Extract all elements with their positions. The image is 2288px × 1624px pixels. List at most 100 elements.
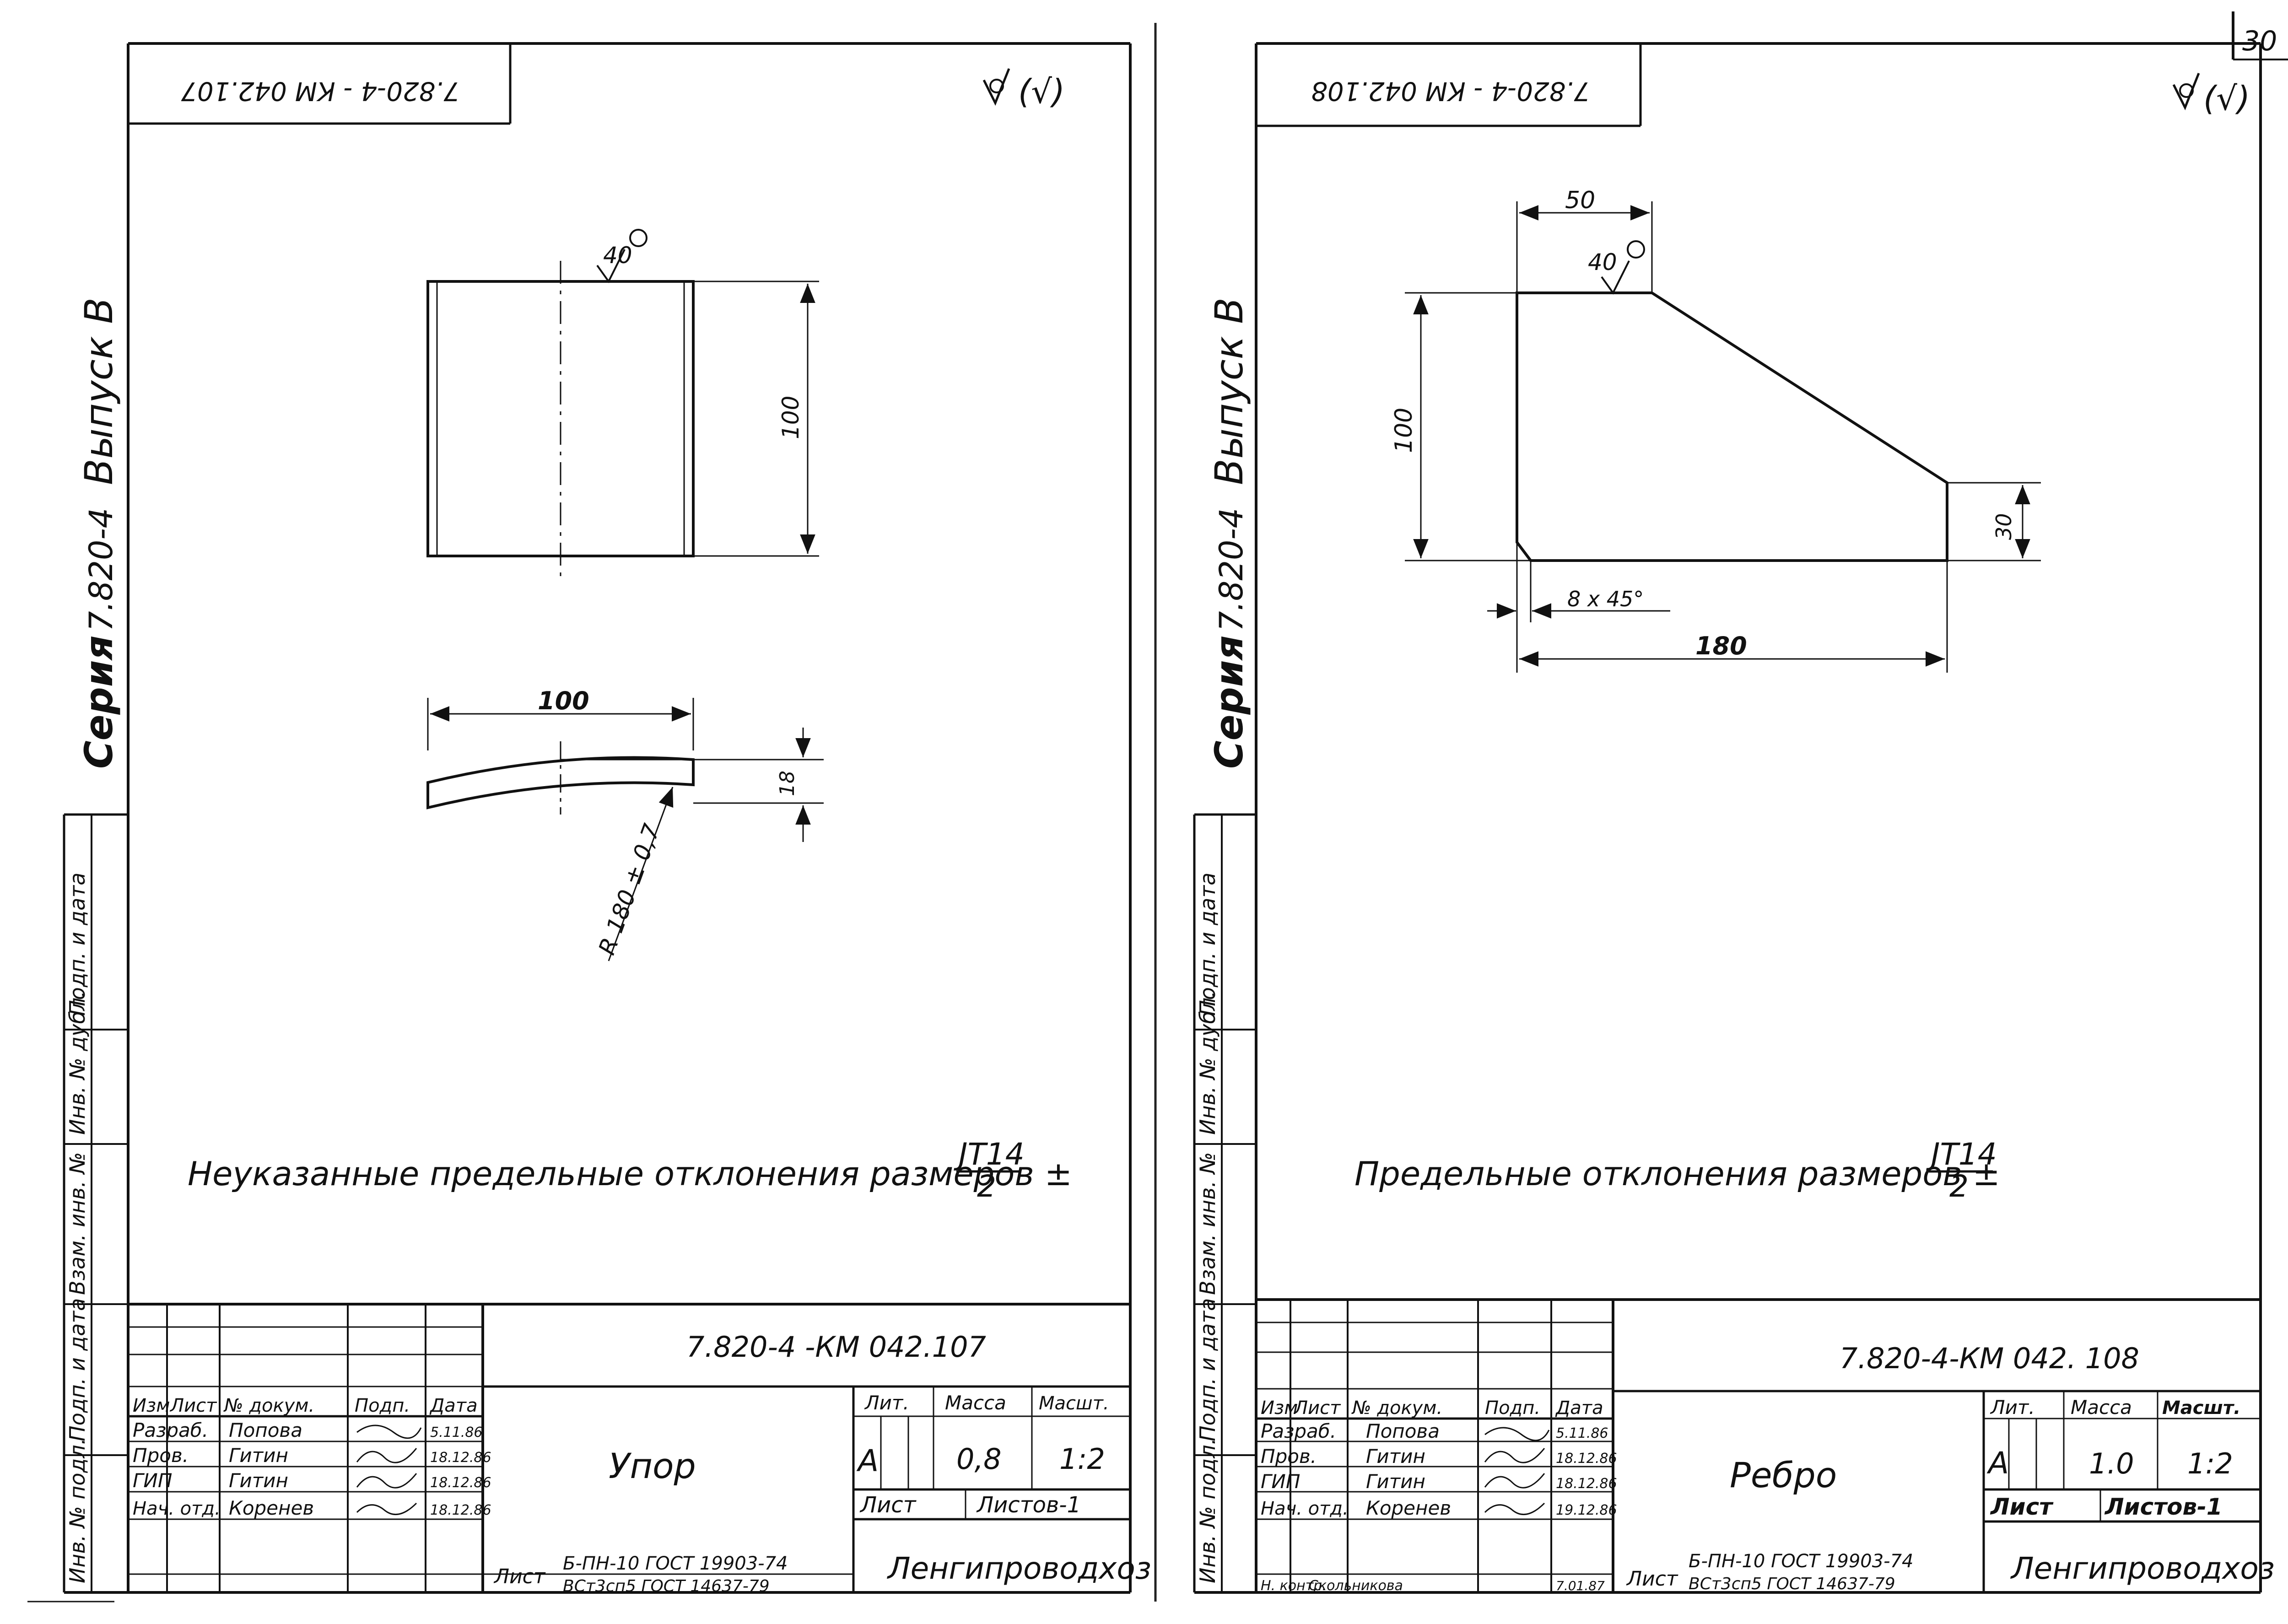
svg-text:Подп. и дата: Подп. и дата [65, 1298, 90, 1441]
svg-text:Лист: Лист [169, 1395, 217, 1416]
series-label: Серия [1207, 635, 1252, 769]
svg-text:Разраб.: Разраб. [1261, 1420, 1336, 1442]
svg-text:Разраб.: Разраб. [133, 1419, 208, 1441]
note-text: Предельные отклонения размеров ± [1354, 1155, 2000, 1193]
svg-text:Подп. и дата: Подп. и дата [1195, 873, 1220, 1016]
roughness-mark: (√) [982, 68, 1065, 111]
note-numerator: JT14 [1926, 1137, 1997, 1172]
left-sheet: 7.820-4 - КМ 042.107 (√) Серия 7.820-4 В… [27, 42, 1151, 1602]
lit-value: А [1986, 1446, 2009, 1481]
org-name: Ленгипроводхоз [887, 1551, 1151, 1586]
svg-text:ГИП: ГИП [1261, 1470, 1300, 1493]
svg-text:18.12.86: 18.12.86 [430, 1475, 491, 1491]
svg-text:Подп. и дата: Подп. и дата [1195, 1298, 1220, 1441]
left-stamp-column: Инв. № подл. Подп. и дата Взам. инв. № И… [1193, 813, 1256, 1592]
svg-text:5.11.86: 5.11.86 [430, 1424, 483, 1441]
svg-text:Лист: Лист [1990, 1494, 2054, 1520]
svg-text:Пров.: Пров. [133, 1444, 189, 1467]
svg-text:Гитин: Гитин [1366, 1445, 1425, 1468]
svg-text:(√): (√) [1018, 72, 1065, 111]
title-block: Изм Лист № докум. Подп. Дата Разраб. Поп… [128, 1303, 1151, 1596]
rib-view: 40 50 100 30 8 x 45° 180 [1390, 187, 2041, 673]
svg-text:18.12.86: 18.12.86 [1556, 1451, 1617, 1467]
svg-text:Попова: Попова [1366, 1420, 1440, 1442]
svg-text:Масса: Масса [945, 1392, 1006, 1414]
svg-text:Подп.: Подп. [355, 1395, 410, 1416]
svg-text:Лист: Лист [1626, 1567, 1678, 1591]
note-numerator: JT14 [954, 1137, 1025, 1172]
svg-text:Инв. № подл.: Инв. № подл. [65, 1438, 90, 1583]
dim-arc-width: 100 [538, 686, 589, 715]
note-denominator: 2 [1949, 1169, 1969, 1204]
part-name: Упор [609, 1446, 696, 1486]
svg-text:№ докум.: № докум. [1351, 1397, 1442, 1419]
material-line2: ВСт3сп5 ГОСТ 14637-79 [563, 1577, 770, 1596]
doc-code: 7.820-4 -КМ 042.107 [686, 1330, 986, 1364]
svg-text:18.12.86: 18.12.86 [430, 1502, 491, 1518]
svg-text:Инв. № дубл.: Инв. № дубл. [1195, 991, 1220, 1135]
svg-text:ГИП: ГИП [133, 1469, 172, 1492]
svg-text:Взам. инв. №: Взам. инв. № [65, 1152, 90, 1295]
svg-text:Листов-1: Листов-1 [976, 1492, 1081, 1518]
svg-text:Инв. № подл.: Инв. № подл. [1195, 1438, 1220, 1583]
svg-text:Подп.: Подп. [1485, 1397, 1540, 1419]
svg-text:Масшт.: Масшт. [2162, 1397, 2240, 1419]
scale-value: 1:2 [1059, 1442, 1105, 1476]
mass-value: 0,8 [956, 1442, 1002, 1476]
svg-text:Гитин: Гитин [229, 1444, 288, 1467]
plan-view: 40 100 [426, 229, 819, 577]
svg-text:Коренев: Коренев [229, 1497, 314, 1519]
svg-text:Нач. отд.: Нач. отд. [133, 1498, 221, 1519]
svg-text:Пров.: Пров. [1261, 1445, 1317, 1468]
svg-text:18.12.86: 18.12.86 [1556, 1476, 1617, 1492]
svg-text:Дата: Дата [1555, 1397, 1603, 1419]
svg-text:Скольникова: Скольникова [1309, 1578, 1403, 1594]
top-code-box: 7.820-4 - КМ 042.107 [128, 43, 512, 125]
svg-text:Нач. отд.: Нач. отд. [1261, 1498, 1349, 1519]
svg-text:Гитин: Гитин [1366, 1470, 1425, 1493]
svg-text:Масса: Масса [2071, 1396, 2132, 1419]
doc-code: 7.820-4-КМ 042. 108 [1840, 1342, 2139, 1375]
dim-chamfer: 8 x 45° [1567, 587, 1644, 611]
svg-text:Лит.: Лит. [1990, 1396, 2035, 1419]
title-block: Изм Лист № докум. Подп. Дата Разраб. Поп… [1256, 1298, 2275, 1594]
left-stamp-column: Инв. № подл. Подп. и дата Взам. инв. № И… [63, 813, 128, 1592]
signature-row: Пров. Гитин 18.12.86 [133, 1444, 491, 1467]
svg-text:Изм: Изм [133, 1395, 170, 1416]
svg-text:Лист: Лист [1293, 1397, 1341, 1419]
signature-row: Нач. отд. Коренев 18.12.86 [133, 1497, 491, 1519]
material-line2: ВСт3сп5 ГОСТ 14637-79 [1689, 1575, 1895, 1593]
svg-text:Инв. № дубл.: Инв. № дубл. [65, 991, 90, 1135]
svg-text:19.12.86: 19.12.86 [1556, 1502, 1617, 1518]
signature-row: Пров. Гитин 18.12.86 [1261, 1445, 1617, 1468]
weld-mark: 40 [603, 242, 632, 269]
svg-text:Лист: Лист [493, 1565, 546, 1588]
mass-value: 1.0 [2089, 1447, 2134, 1480]
svg-text:Попова: Попова [229, 1419, 302, 1441]
top-code: 7.820-4 - КМ 042.108 [1311, 76, 1590, 106]
material-line1: Б-ПН-10 ГОСТ 19903-74 [1689, 1551, 1914, 1572]
svg-text:5.11.86: 5.11.86 [1556, 1425, 1608, 1441]
svg-text:7.01.87: 7.01.87 [1556, 1578, 1605, 1593]
top-code: 7.820-4 - КМ 042.107 [181, 76, 460, 106]
signature-row: Разраб. Попова 5.11.86 [1261, 1420, 1608, 1442]
scale-value: 1:2 [2187, 1447, 2233, 1480]
lit-value: А [856, 1443, 879, 1478]
svg-text:Лит.: Лит. [864, 1392, 909, 1414]
weld-mark: 40 [1588, 249, 1617, 275]
material-line1: Б-ПН-10 ГОСТ 19903-74 [563, 1553, 788, 1574]
dim-thickness: 18 [776, 771, 799, 796]
svg-text:Дата: Дата [429, 1395, 478, 1416]
svg-text:Изм: Изм [1261, 1397, 1298, 1419]
tolerance-note: Предельные отклонения размеров ± JT14 2 [1354, 1137, 2000, 1204]
roughness-mark: (√) [2172, 73, 2250, 118]
dim-height: 100 [1390, 408, 1418, 453]
issue-label: Выпуск В [1207, 297, 1252, 485]
org-name: Ленгипроводхоз [2010, 1551, 2275, 1586]
signature-row: Нач. отд. Коренев 19.12.86 [1261, 1497, 1617, 1519]
dim-length: 180 [1695, 631, 1747, 660]
signature-row: ГИП Гитин 18.12.86 [133, 1469, 491, 1492]
svg-text:18.12.86: 18.12.86 [430, 1450, 491, 1466]
signature-row: Н. контр. Скольникова 7.01.87 [1261, 1578, 1605, 1594]
svg-text:Гитин: Гитин [229, 1469, 288, 1492]
